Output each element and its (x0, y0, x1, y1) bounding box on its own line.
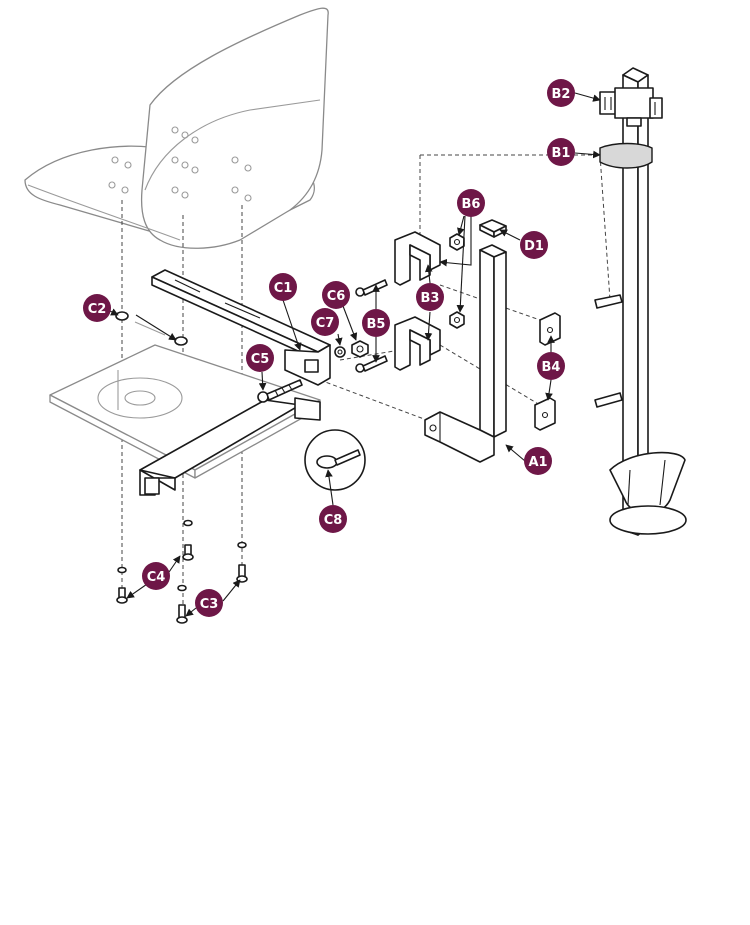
callout-c6: C6 (322, 281, 350, 309)
callout-c5: C5 (246, 344, 274, 372)
callout-label: B6 (462, 197, 481, 212)
part-c3-c4-bolts (116, 519, 248, 624)
callout-label: B4 (542, 360, 561, 375)
callout-a1: A1 (524, 447, 552, 475)
callout-b4: B4 (537, 352, 565, 380)
part-b5-screws (355, 279, 388, 373)
callout-label: C8 (324, 513, 343, 528)
callout-label: C3 (200, 597, 219, 612)
callout-label: C4 (147, 570, 166, 585)
callout-label: B3 (421, 291, 440, 306)
callout-c1: C1 (269, 273, 297, 301)
callout-c8: C8 (319, 505, 347, 533)
part-b2-clamp (599, 87, 663, 127)
part-c6-c7-hardware (334, 340, 369, 358)
callout-c4: C4 (142, 562, 170, 590)
callout-label: C1 (274, 281, 293, 296)
callout-b2: B2 (547, 79, 575, 107)
callout-c7: C7 (311, 308, 339, 336)
mast-assembly (594, 67, 687, 536)
part-b4-brackets (534, 312, 561, 431)
callout-label: B2 (552, 87, 571, 102)
callout-label: B5 (367, 317, 386, 332)
part-c5-bolt (257, 379, 303, 403)
callout-label: C7 (316, 316, 335, 331)
callout-label: D1 (524, 239, 544, 254)
callout-c3: C3 (195, 589, 223, 617)
callout-b1: B1 (547, 138, 575, 166)
callout-label: C5 (251, 352, 270, 367)
callout-label: A1 (528, 455, 547, 470)
callout-label: C6 (327, 289, 346, 304)
seat-swivel-plate (49, 344, 321, 496)
part-c2-spacers (115, 311, 188, 346)
part-c8-detail (304, 429, 366, 491)
part-b6-nuts (449, 233, 465, 329)
seat (24, 7, 329, 249)
part-d1-cap (479, 219, 507, 238)
callout-label: C2 (88, 302, 107, 317)
callout-b3: B3 (416, 283, 444, 311)
part-c1-bracket (151, 269, 331, 386)
callout-b6: B6 (457, 189, 485, 217)
callout-c2: C2 (83, 294, 111, 322)
part-a1-tube (424, 244, 507, 463)
callout-b5: B5 (362, 309, 390, 337)
callout-label: B1 (552, 146, 571, 161)
part-b1-strap (599, 142, 653, 169)
seat-mount-holes (108, 126, 252, 202)
callout-d1: D1 (520, 231, 548, 259)
